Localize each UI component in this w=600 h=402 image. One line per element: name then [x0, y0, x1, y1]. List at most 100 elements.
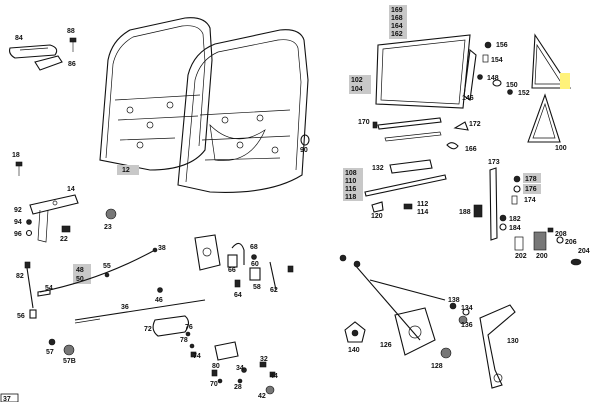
callout-182: 182	[509, 216, 521, 223]
callout-206: 206	[565, 239, 577, 246]
lock-knob-80[interactable]	[211, 369, 218, 377]
run-channel-173[interactable]	[489, 167, 498, 241]
rod-36[interactable]	[74, 299, 206, 324]
part-134[interactable]	[462, 308, 470, 316]
part-34[interactable]	[241, 367, 247, 373]
screw-88[interactable]	[69, 37, 77, 52]
callout-48: 48	[76, 267, 84, 274]
clip-166[interactable]	[446, 142, 459, 150]
callout-82: 82	[16, 273, 24, 280]
weatherstrip-170[interactable]	[372, 117, 442, 130]
page-number-box	[0, 393, 19, 402]
clip-96[interactable]	[25, 229, 33, 237]
callout-62: 62	[270, 287, 278, 294]
inner-handle-72[interactable]	[152, 315, 190, 337]
grommet-23[interactable]	[105, 208, 117, 220]
door-window-glass[interactable]	[375, 34, 471, 109]
callout-152: 152	[518, 90, 530, 97]
door-lock[interactable]	[194, 234, 221, 271]
clip-76-small[interactable]	[287, 265, 294, 273]
grommet-57[interactable]	[48, 338, 56, 346]
callout-126: 126	[380, 342, 392, 349]
clip-94[interactable]	[26, 219, 32, 225]
clip-55[interactable]	[104, 272, 110, 278]
guide-rail-132[interactable]	[389, 159, 433, 174]
regulator-202[interactable]	[514, 236, 524, 251]
callout-108: 108	[345, 170, 357, 177]
part-128[interactable]	[440, 347, 452, 359]
callout-148: 148	[487, 75, 499, 82]
door-shell-outer[interactable]	[99, 17, 213, 171]
clip-176[interactable]	[513, 185, 521, 193]
callout-156: 156	[496, 42, 508, 49]
screw-208[interactable]	[547, 227, 554, 233]
callout-38: 38	[158, 245, 166, 252]
callout-114: 114	[417, 209, 428, 216]
part-28[interactable]	[237, 378, 243, 384]
washer-150[interactable]	[492, 79, 502, 87]
callout-202: 202	[515, 253, 527, 260]
part-64[interactable]	[234, 279, 241, 288]
part-42[interactable]	[265, 385, 275, 395]
washer-204[interactable]	[570, 258, 582, 266]
bolt-148[interactable]	[477, 74, 483, 80]
part-136[interactable]	[458, 315, 468, 325]
clip-188[interactable]	[473, 204, 483, 218]
clip-178[interactable]	[513, 175, 521, 183]
nut-206[interactable]	[556, 236, 564, 244]
bolt-154[interactable]	[482, 54, 489, 63]
part-44[interactable]	[269, 371, 276, 378]
clip-120[interactable]	[371, 201, 384, 213]
bolt-18[interactable]	[15, 161, 23, 176]
nut-152[interactable]	[507, 89, 513, 95]
screw-112[interactable]	[403, 203, 413, 210]
division-channel-146[interactable]	[463, 48, 477, 101]
hinge-14[interactable]	[29, 194, 79, 243]
bolt-174[interactable]	[511, 195, 518, 205]
regulator-motor-126[interactable]	[394, 307, 436, 356]
trim-70[interactable]	[214, 341, 239, 361]
grommet-90[interactable]	[300, 134, 310, 146]
belt-strip-long[interactable]	[364, 174, 447, 197]
regulator-130[interactable]	[479, 304, 516, 389]
screw-78[interactable]	[189, 343, 195, 349]
callout-118: 118	[345, 194, 356, 201]
callout-28: 28	[234, 384, 242, 391]
gear-140[interactable]	[344, 321, 366, 343]
callout-134: 134	[461, 305, 473, 312]
callout-166: 166	[465, 146, 477, 153]
bolt-22[interactable]	[61, 225, 71, 233]
rod-62[interactable]	[269, 261, 277, 291]
fixed-quarter-glass-100[interactable]	[531, 33, 572, 89]
part-66[interactable]	[227, 254, 238, 268]
part-182[interactable]	[499, 214, 507, 222]
lever-68[interactable]	[231, 242, 245, 265]
lock-200[interactable]	[533, 231, 547, 251]
regulator-arm[interactable]	[339, 254, 446, 341]
handle-bracket-86[interactable]	[34, 55, 63, 71]
part-138[interactable]	[449, 302, 457, 310]
trim-172[interactable]	[453, 121, 469, 131]
clip-56[interactable]	[29, 309, 37, 319]
outer-handle-84[interactable]	[9, 44, 58, 59]
callout-72: 72	[144, 326, 152, 333]
callout-116: 116	[345, 186, 356, 193]
rod-38[interactable]	[39, 247, 158, 293]
clip-46[interactable]	[157, 287, 163, 293]
door-shell-inner[interactable]	[177, 29, 309, 193]
clip-54[interactable]	[37, 289, 51, 297]
callout-22: 22	[60, 236, 68, 243]
screw-76[interactable]	[185, 331, 191, 337]
bracket-58[interactable]	[249, 267, 261, 281]
part-70[interactable]	[217, 378, 223, 384]
part-60[interactable]	[251, 254, 257, 260]
clip-74[interactable]	[190, 351, 197, 358]
part-184[interactable]	[499, 223, 507, 231]
clip-156[interactable]	[484, 41, 492, 49]
quarter-frame[interactable]	[527, 93, 561, 143]
part-32[interactable]	[259, 361, 267, 368]
grommet-57b[interactable]	[63, 344, 75, 356]
callout-55: 55	[103, 263, 111, 270]
latch-rod-82[interactable]	[24, 261, 34, 309]
strip-lower[interactable]	[384, 131, 442, 142]
